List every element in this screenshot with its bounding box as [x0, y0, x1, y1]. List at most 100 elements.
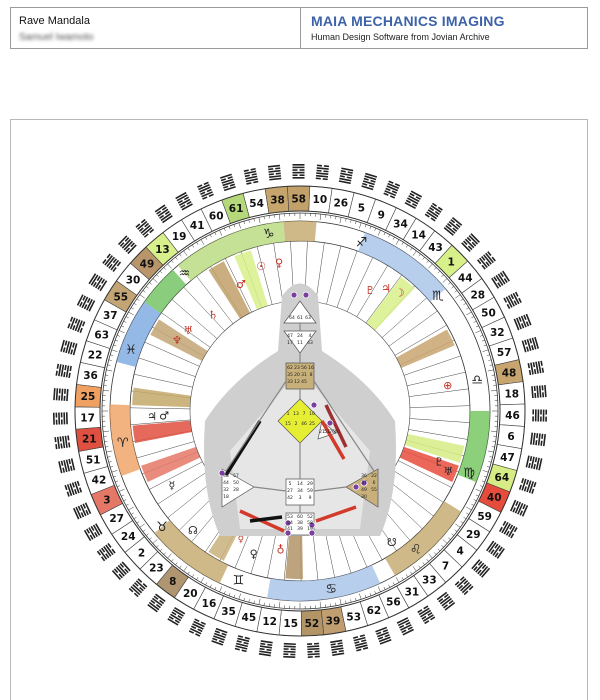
degree-tick [339, 598, 342, 605]
planet-glyph: ♅ [443, 465, 453, 478]
hexagram-line [283, 653, 289, 656]
degree-tick [131, 307, 134, 310]
channel-outline [225, 380, 287, 472]
hexagram-line [513, 318, 520, 331]
hexagram-line [361, 639, 367, 643]
degree-tick [136, 298, 140, 301]
bodygraph-gate-label: 31 [301, 372, 307, 378]
planet-glyph: ♇ [434, 456, 444, 469]
hexagram-line [494, 543, 499, 549]
hexagram-line [89, 534, 94, 540]
activation-dot [360, 479, 368, 487]
hexagram-line [86, 299, 93, 311]
degree-tick [167, 553, 172, 559]
hexagram-line [518, 484, 522, 490]
degree-tick [279, 601, 281, 608]
hexagram-line [269, 177, 282, 181]
hexagram-line [359, 634, 365, 638]
zodiac-sign-glyph: ♏ [432, 289, 444, 304]
hexagram-line [355, 644, 368, 649]
hexagram-line [188, 630, 195, 634]
hexagram-line [502, 520, 507, 526]
hexagram-line [316, 169, 322, 172]
hexagram-icon [258, 640, 273, 657]
chart-type-label: Rave Mandala [19, 15, 90, 27]
bodygraph-gate-label: 18 [223, 494, 229, 500]
degree-tick [205, 582, 208, 586]
degree-tick [339, 217, 342, 224]
activation-ray [399, 446, 459, 482]
hexagram-line [244, 170, 257, 175]
activation-ray [141, 446, 201, 482]
hexagram-line [60, 419, 63, 425]
spoke-line [133, 373, 193, 388]
hexagram-line [267, 643, 273, 647]
hexagram-line [404, 201, 416, 210]
hexagram-line [241, 649, 247, 653]
bodygraph-gate-label: 48 [223, 473, 229, 479]
hexagram-line [514, 501, 522, 514]
bodygraph-gate-label: 21 [319, 429, 325, 435]
hexagram-line [118, 573, 123, 579]
hexagram-line [69, 317, 76, 330]
hexagram-line [80, 512, 85, 518]
degree-tick [228, 592, 231, 596]
hexagram-line [542, 392, 545, 398]
degree-tick [191, 574, 195, 578]
degree-tick [460, 298, 464, 301]
hexagram-line [330, 644, 344, 649]
degree-tick [345, 218, 347, 222]
hexagram-line [424, 620, 430, 625]
bodygraph-gate-label: 5 [289, 481, 292, 487]
hexagram-line [218, 640, 225, 644]
hexagram-icon [211, 627, 228, 646]
hexagram-line [235, 645, 248, 650]
degree-tick [488, 461, 492, 463]
hexagram-icon [154, 204, 173, 224]
degree-tick [243, 221, 245, 225]
hexagram-line [422, 614, 434, 622]
hexagram-line [540, 440, 543, 446]
hexagram-line [323, 165, 330, 168]
planet-glyph: ☋ [387, 536, 397, 549]
hexagram-icon [64, 480, 83, 497]
hexagram-line [498, 546, 503, 552]
gate-number: 58 [291, 193, 306, 205]
hexagram-line [170, 613, 182, 622]
hexagram-line [439, 595, 451, 605]
degree-tick [355, 597, 357, 601]
hexagram-line [64, 388, 66, 394]
hexagram-line [211, 640, 224, 646]
zodiac-sign-glyph: ♌ [410, 542, 422, 557]
degree-tick [123, 499, 127, 502]
hexagram-line [332, 652, 345, 656]
throat-center [285, 362, 315, 390]
hexagram-line [510, 533, 515, 539]
degree-tick [263, 216, 265, 220]
hexagram-line [222, 181, 235, 187]
gate-number: 22 [88, 350, 103, 362]
hexagram-line [67, 435, 70, 441]
hexagram-line [191, 625, 197, 630]
hexagram-line [314, 642, 320, 645]
hexagram-icon [461, 233, 480, 252]
degree-tick [196, 577, 199, 580]
hexagram-line [307, 653, 320, 656]
hexagram-line [223, 185, 229, 189]
planet-glyph: ♄ [208, 308, 218, 321]
hexagram-icon [292, 163, 305, 179]
hexagram-line [354, 641, 360, 644]
hexagram-line [60, 388, 64, 401]
bodygraph-gate-label: 40 [334, 429, 340, 435]
hexagram-line [130, 242, 135, 248]
degree-tick [466, 311, 472, 316]
bodygraph-gate-label: 58 [307, 520, 313, 526]
hexagram-line [534, 392, 537, 398]
hexagram-line [530, 362, 534, 375]
hexagram-line [505, 296, 513, 308]
hexagram-line [507, 295, 515, 307]
activation-dot [284, 529, 292, 537]
degree-tick [171, 559, 174, 562]
hexagram-line [161, 206, 167, 211]
